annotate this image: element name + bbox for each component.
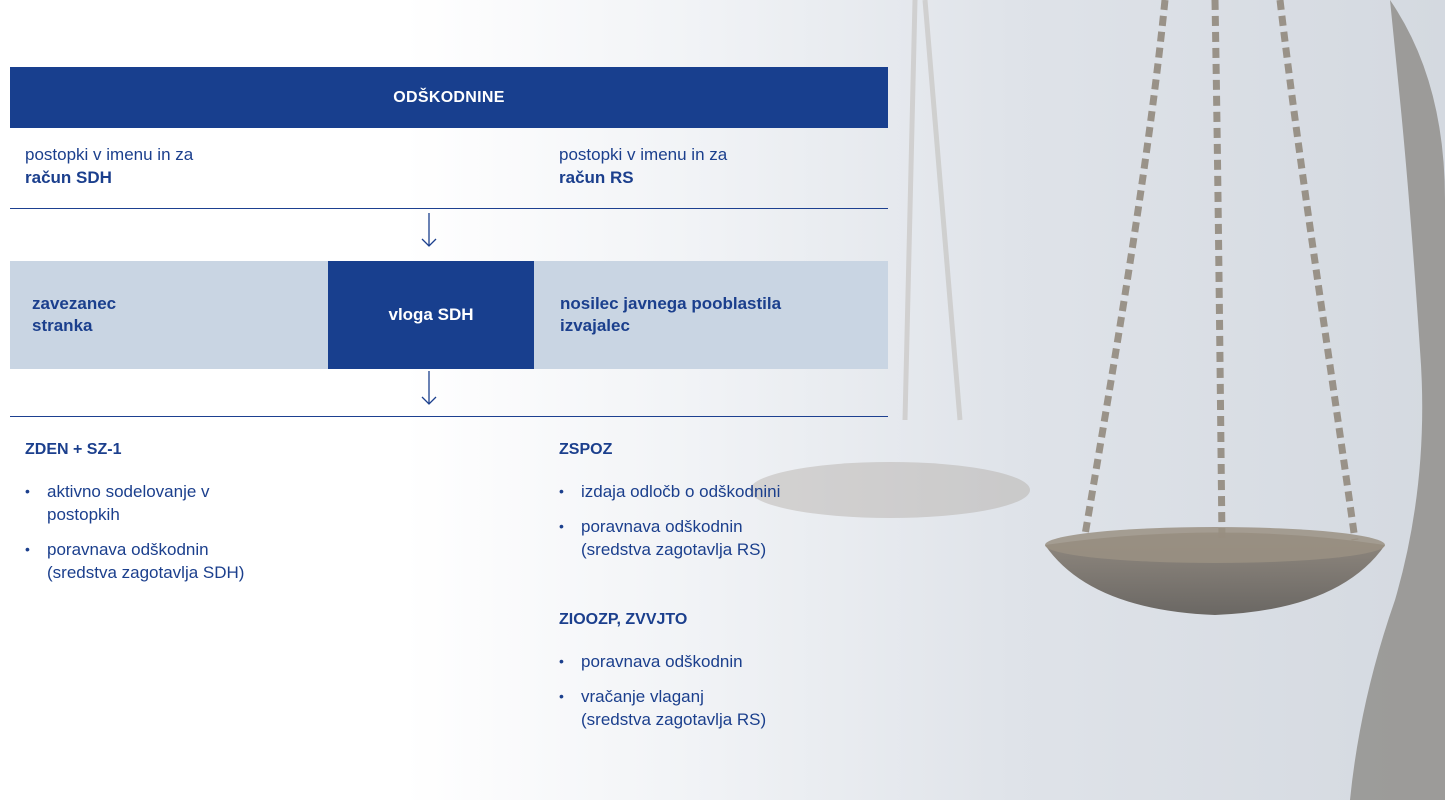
list-item-line2: (sredstva zagotavlja RS) [581, 540, 767, 559]
role-box-right: nosilec javnega pooblastila izvajalec [534, 261, 888, 369]
divider-bottom [10, 416, 888, 417]
arrow-down-icon [421, 371, 437, 405]
list-item: • vračanje vlaganj (sredstva zagotavlja … [559, 685, 889, 731]
list-item-line1: vračanje vlaganj [581, 687, 704, 706]
divider-top [10, 208, 888, 209]
bullet-dot-icon: • [559, 483, 564, 499]
list-item-line1: poravnava odškodnin [581, 652, 743, 671]
list-item-line1: izdaja odločb o odškodnini [581, 482, 781, 501]
bullet-dot-icon: • [559, 518, 564, 534]
role-right-line2: izvajalec [560, 316, 630, 335]
list-item: • izdaja odločb o odškodnini [559, 480, 889, 503]
bullet-dot-icon: • [559, 688, 564, 704]
list-ziozp: • poravnava odškodnin • vračanje vlaganj… [559, 650, 889, 743]
column-label-rs: postopki v imenu in za račun RS [559, 143, 727, 189]
section-title-zden: ZDEN + SZ-1 [25, 441, 122, 458]
role-left-line1: zavezanec [32, 294, 117, 313]
header-bar: ODŠKODNINE [10, 67, 888, 128]
bullet-dot-icon: • [25, 483, 30, 499]
list-item-line2: (sredstva zagotavlja RS) [581, 710, 767, 729]
column-label-sdh-line1: postopki v imenu in za [25, 145, 194, 164]
list-item: • poravnava odškodnin (sredstva zagotavl… [559, 515, 889, 561]
section-title-zspoz: ZSPOZ [559, 441, 613, 458]
list-item-line1: aktivno sodelovanje v [47, 482, 210, 501]
column-label-rs-line2: račun RS [559, 168, 634, 187]
role-box-center: vloga SDH [328, 261, 534, 369]
bullet-dot-icon: • [559, 653, 564, 669]
section-title-ziozp: ZIOOZP, ZVVJTO [559, 611, 688, 628]
role-left-line2: stranka [32, 316, 93, 335]
column-label-sdh: postopki v imenu in za račun SDH [25, 143, 193, 189]
list-item-line2: postopkih [47, 505, 120, 524]
role-row: zavezanec stranka vloga SDH nosilec javn… [10, 261, 888, 369]
list-zden: • aktivno sodelovanje v postopkih • pora… [25, 480, 355, 596]
list-item-line2: (sredstva zagotavlja SDH) [47, 563, 245, 582]
role-box-left: zavezanec stranka [10, 261, 328, 369]
list-item: • aktivno sodelovanje v postopkih [25, 480, 355, 526]
bullet-dot-icon: • [25, 541, 30, 557]
list-item-line1: poravnava odškodnin [47, 540, 209, 559]
role-center-label: vloga SDH [388, 305, 474, 324]
list-zspoz: • izdaja odločb o odškodnini • poravnava… [559, 480, 889, 573]
column-label-rs-line1: postopki v imenu in za [559, 145, 728, 164]
column-label-sdh-line2: račun SDH [25, 168, 112, 187]
list-item-line1: poravnava odškodnin [581, 517, 743, 536]
header-title: ODŠKODNINE [393, 88, 505, 106]
list-item: • poravnava odškodnin (sredstva zagotavl… [25, 538, 355, 584]
list-item: • poravnava odškodnin [559, 650, 889, 673]
role-right-line1: nosilec javnega pooblastila [560, 294, 782, 313]
arrow-down-icon [421, 213, 437, 247]
